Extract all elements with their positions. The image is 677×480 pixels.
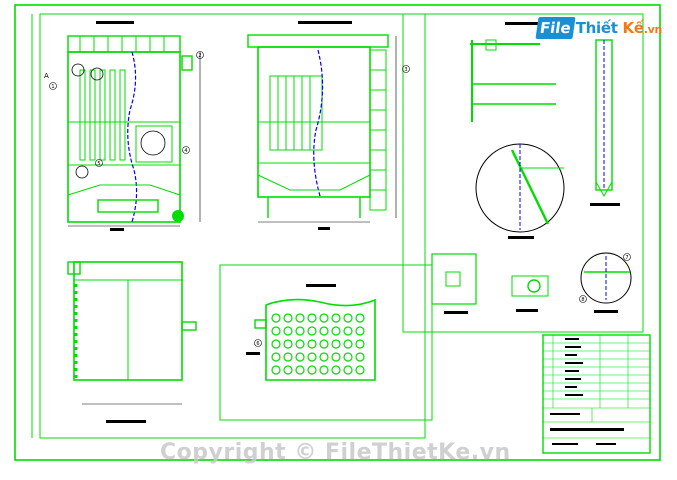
callout-number: 1 — [51, 84, 54, 90]
callout-number: 8 — [581, 297, 584, 303]
site-logo: File Thiết Kế.vn — [535, 14, 663, 42]
drawing-border-inner — [39, 13, 426, 439]
front-elevation-view — [49, 21, 204, 231]
logo-ke: Kế — [622, 19, 645, 37]
detail-views — [431, 22, 632, 314]
copyright-watermark: Copyright © FileThietKe.vn — [160, 440, 511, 465]
side-elevation-view — [247, 21, 410, 230]
detail-frame-right — [402, 13, 644, 333]
logo-file-badge: File — [535, 17, 576, 39]
callout-number: 3 — [404, 67, 407, 73]
section-frame-bottom — [219, 264, 433, 421]
title-block — [542, 334, 651, 454]
callout-number: 2 — [198, 53, 201, 59]
callout-number: 5 — [97, 161, 100, 167]
logo-vn: .vn — [643, 23, 663, 36]
logo-thiet: Thiết — [575, 19, 618, 37]
callout-number: 7 — [625, 255, 628, 261]
section-marker: A — [44, 72, 49, 80]
drawing-border-outer — [14, 4, 661, 461]
callout-number: 4 — [184, 148, 187, 154]
plan-view — [67, 261, 197, 423]
section-detail-view — [246, 284, 376, 381]
logo-text: Thiết Kế.vn — [575, 19, 663, 37]
callout-number: 6 — [256, 341, 259, 347]
